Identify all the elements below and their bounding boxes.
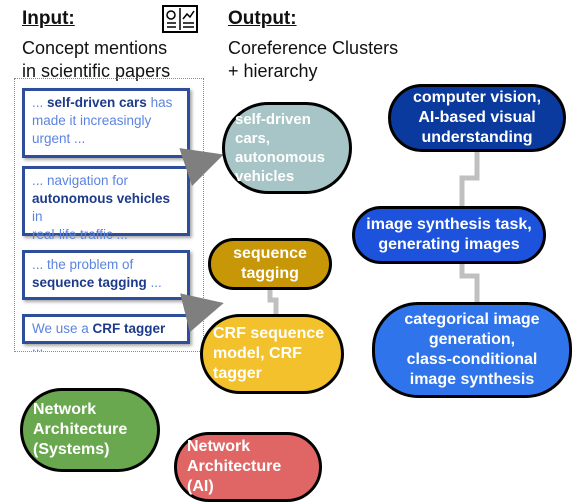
mention-highlight: self-driven cars xyxy=(47,95,147,110)
cluster-label-line: AI-based visual xyxy=(418,109,536,126)
cluster-label-line: self-driven xyxy=(235,111,311,128)
mention-text: made it increasingly xyxy=(32,113,152,128)
hierarchy-link-cv-to-synthesis xyxy=(459,150,480,206)
input-subtitle-line-1: Concept mentions xyxy=(22,38,168,58)
mention-line: urgent ... xyxy=(32,130,180,148)
input-subtitle-line-2: in scientific papers xyxy=(22,61,171,81)
mention-card: ... navigation for autonomous vehicles in… xyxy=(22,166,190,242)
cluster-label-line: image synthesis task, xyxy=(366,216,532,233)
cluster-categorical-image: categorical image generation, class-condit… xyxy=(372,302,572,398)
mention-text: ... xyxy=(146,275,162,290)
paper-chart-icon xyxy=(162,5,198,33)
cluster-sequence-tagging: sequence tagging xyxy=(208,238,332,290)
mention-line: real-life traffic ... xyxy=(32,226,180,244)
cluster-image-synthesis: image synthesis task, generating images xyxy=(352,206,546,264)
mention-text: We use a xyxy=(32,321,93,336)
mention-text: in xyxy=(32,209,43,224)
mention-text: ... navigation for xyxy=(32,173,129,188)
cluster-label-line: CRF sequence xyxy=(213,325,325,342)
input-panel xyxy=(14,78,204,352)
cluster-label-line: tagging xyxy=(241,265,299,282)
mention-text: ... xyxy=(32,95,48,110)
cluster-label-line: categorical image xyxy=(404,311,540,328)
cluster-crf-sequence: CRF sequence model, CRF tagger xyxy=(200,314,344,394)
cluster-label-line: cars, xyxy=(235,130,271,147)
cluster-label-line: Architecture xyxy=(33,421,128,438)
cluster-label-line: autonomous xyxy=(235,149,325,166)
cluster-label-line: computer vision, xyxy=(412,89,542,106)
cluster-label-line: image synthesis xyxy=(409,371,535,388)
mention-text: ... xyxy=(32,339,44,354)
hierarchy-link-synthesis-to-categorical xyxy=(459,262,480,302)
output-subtitle-line-2: + hierarchy xyxy=(228,61,318,81)
mention-line: We use a CRF tagger ... xyxy=(32,320,180,356)
cluster-label-line: sequence xyxy=(233,245,307,262)
cluster-self-driven: self-driven cars, autonomous vehicles xyxy=(222,102,352,194)
mention-text: urgent ... xyxy=(32,131,86,146)
cluster-label-line: generating images xyxy=(378,236,520,253)
cluster-label-line: Architecture xyxy=(187,458,282,475)
cluster-label-line: class-conditional xyxy=(406,351,538,368)
mention-highlight: autonomous vehicles xyxy=(32,191,171,206)
cluster-label-line: Network xyxy=(33,401,97,418)
cluster-label-line: generation, xyxy=(428,331,516,348)
cluster-computer-vision: computer vision, AI-based visual understan… xyxy=(388,84,566,152)
cluster-label-line: (Systems) xyxy=(33,441,110,458)
mention-text: has xyxy=(146,95,173,110)
mention-line: ... the problem of xyxy=(32,256,180,274)
cluster-label-line: tagger xyxy=(213,365,262,382)
mention-highlight: sequence tagging xyxy=(32,275,147,290)
arrow-to-crf-cluster xyxy=(180,293,224,333)
mention-line: sequence tagging ... xyxy=(32,274,180,292)
output-heading: Output: xyxy=(228,8,297,29)
input-heading: Input: xyxy=(22,8,75,29)
arrow-to-self-driven-cluster xyxy=(179,148,224,187)
output-subtitle-line-1: Coreference Clusters xyxy=(228,38,399,58)
mention-highlight: CRF tagger xyxy=(92,321,166,336)
mention-line: ... self-driven cars has xyxy=(32,94,180,112)
cluster-label-line: model, CRF xyxy=(213,345,302,362)
cluster-label-line: understanding xyxy=(421,129,533,146)
cluster-label-line: vehicles xyxy=(235,168,295,185)
cluster-label-line: Network xyxy=(187,438,251,455)
hierarchy-link-tagging-to-crf xyxy=(267,288,279,314)
mention-text: real-life traffic ... xyxy=(32,227,128,242)
mention-card: ... the problem of sequence tagging ... xyxy=(22,250,190,300)
mention-text: ... the problem of xyxy=(32,257,134,272)
mention-line: made it increasingly xyxy=(32,112,180,130)
mention-line: autonomous vehicles in xyxy=(32,190,180,226)
mention-card: We use a CRF tagger ... xyxy=(22,314,190,354)
mention-line: ... navigation for xyxy=(32,172,180,190)
cluster-label-line: (AI) xyxy=(187,478,214,495)
